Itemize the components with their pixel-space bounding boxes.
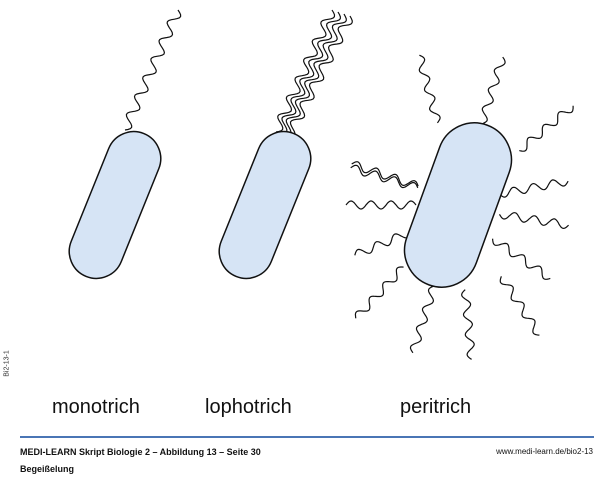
flagellum — [354, 266, 404, 319]
flagellum — [409, 285, 435, 354]
flagellum — [351, 161, 419, 187]
flagellum — [287, 15, 353, 139]
flagellum — [519, 105, 574, 152]
flagellum — [498, 212, 570, 230]
source-line: MEDI-LEARN Skript Biologie 2 – Abbildung… — [20, 447, 261, 457]
flagellum — [461, 289, 475, 360]
flagella — [124, 9, 574, 360]
cell-peritrich — [403, 122, 513, 288]
label-monotrich: monotrich — [52, 396, 140, 418]
flagellum — [492, 238, 551, 280]
flagellum — [418, 54, 441, 124]
cell-monotrich — [68, 130, 162, 280]
flagellum — [350, 164, 419, 189]
flagellum — [124, 9, 182, 131]
flagellum — [345, 200, 417, 210]
flagellum — [499, 276, 540, 336]
cell-lophotrich — [218, 130, 312, 280]
divider — [20, 436, 594, 438]
flagellum — [481, 56, 506, 125]
url: www.medi-learn.de/bio2-13 — [496, 447, 593, 456]
label-peritrich: peritrich — [400, 396, 472, 418]
figure-code: Bi2-13-1 — [3, 350, 11, 377]
flagellum — [275, 9, 336, 133]
label-lophotrich: lophotrich — [205, 396, 292, 418]
flagellum — [498, 179, 569, 198]
caption: Begeißelung — [20, 464, 75, 474]
flagellum — [279, 11, 342, 135]
flagellum — [283, 13, 347, 137]
